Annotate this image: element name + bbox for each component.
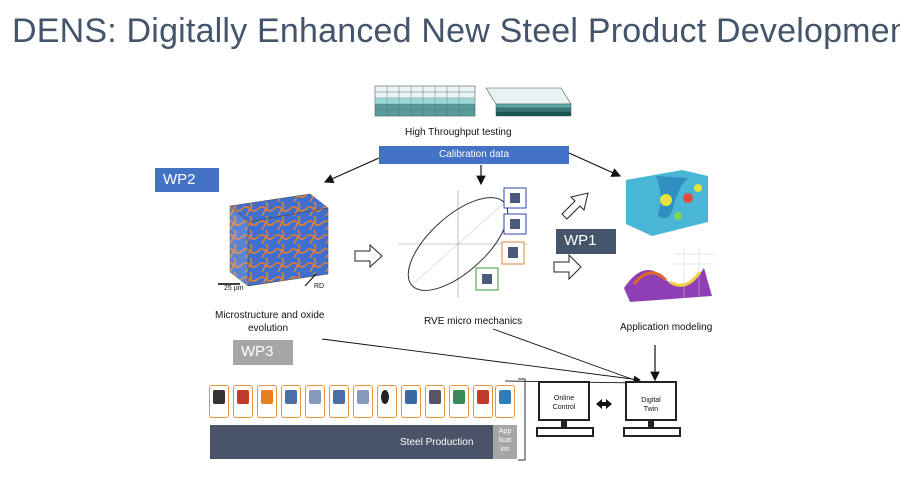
online-control-label: Online Control	[541, 394, 587, 412]
microstructure-cube-image	[218, 193, 329, 287]
steel-production-label: Steel Production	[400, 437, 474, 448]
process-step-slab	[233, 385, 253, 418]
rd-label: RD	[314, 283, 325, 290]
high-throughput-label: High Throughput testing	[405, 127, 512, 138]
wp2-badge: WP2	[155, 168, 219, 192]
steel-bracket	[518, 378, 526, 461]
digital-twin-line-1: Digital	[641, 397, 661, 404]
process-chain	[205, 381, 517, 421]
process-step-coating	[473, 385, 493, 418]
process-step-cooling	[353, 385, 373, 418]
hollow-arrow-micro-to-rve	[354, 243, 383, 269]
application-block: App licat ion	[493, 425, 517, 459]
process-step-rolling-2	[305, 385, 325, 418]
wp3-badge: WP3	[233, 340, 293, 365]
process-step-rolling-1	[281, 385, 301, 418]
application-modeling-label: Application modeling	[620, 322, 713, 333]
line-microstructure-to-twin	[321, 338, 641, 383]
microstructure-label: Microstructure and oxide	[215, 310, 325, 321]
process-step-forming	[495, 385, 515, 418]
application-block-line-3: ion	[500, 446, 510, 453]
arrow-calib-to-microstructure	[323, 157, 380, 183]
online-control-computer-icon	[536, 381, 594, 437]
digital-twin-line-2: Twin	[643, 406, 659, 413]
rve-yield-surface-plot	[398, 187, 528, 298]
application-part-image	[626, 170, 708, 236]
hollow-arrow-rve-down	[553, 253, 582, 281]
page-title: DENS: Digitally Enhanced New Steel Produ…	[12, 12, 900, 50]
online-control-line-1: Online	[553, 395, 575, 402]
process-step-coiling	[377, 385, 397, 418]
wp1-badge: WP1	[556, 229, 616, 254]
process-step-hot-rolling	[329, 385, 349, 418]
calibration-data-box: Calibration data	[379, 146, 569, 164]
double-arrow-icon	[596, 399, 612, 409]
steel-production-bar	[210, 425, 493, 459]
digital-twin-label: Digital Twin	[628, 396, 674, 414]
digital-twin-computer-icon	[623, 381, 681, 437]
online-control-line-2: Control	[552, 404, 576, 411]
application-block-line-2: licat	[498, 437, 512, 444]
process-step-cold-rolling	[425, 385, 445, 418]
application-surface-plot-image	[624, 248, 714, 302]
process-step-furnace	[209, 385, 229, 418]
line-rve-to-twin	[492, 328, 641, 384]
application-block-line-1: App	[498, 428, 512, 435]
high-throughput-grid-image	[374, 85, 572, 117]
arrow-calib-to-application	[568, 152, 622, 177]
hollow-arrow-rve-up	[561, 192, 589, 220]
rve-label: RVE micro mechanics	[424, 316, 523, 327]
process-step-pickling	[401, 385, 421, 418]
scale-bar-label: 25 µm	[224, 285, 244, 292]
evolution-label: evolution	[248, 323, 289, 334]
process-step-annealing	[449, 385, 469, 418]
process-step-reheating	[257, 385, 277, 418]
